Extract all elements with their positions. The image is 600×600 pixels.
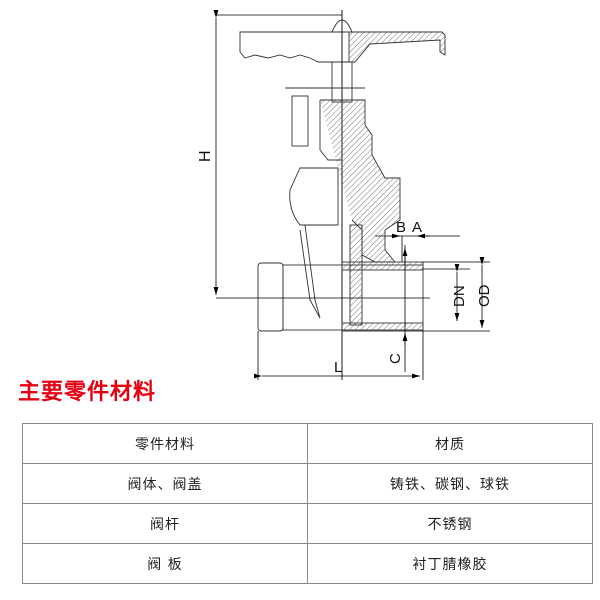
- dim-dn: DN: [451, 285, 468, 307]
- header-cell: 材质: [307, 423, 593, 464]
- part-cell: 阀杆: [22, 503, 308, 544]
- table-header-row: 零件材料 材质: [22, 423, 593, 464]
- material-cell: 铸铁、碳钢、球铁: [307, 463, 593, 504]
- table-row: 阀 板 衬丁腈橡胶: [22, 543, 593, 584]
- dim-od: OD: [476, 284, 493, 307]
- part-cell: 阀体、阀盖: [22, 463, 308, 504]
- part-cell: 阀 板: [22, 543, 308, 584]
- section-title: 主要零件材料: [18, 380, 157, 405]
- materials-table: 零件材料 材质 阀体、阀盖 铸铁、碳钢、球铁 阀杆 不锈钢 阀 板 衬丁腈橡胶: [22, 423, 593, 584]
- dim-h: H: [197, 150, 214, 162]
- dim-c: C: [387, 353, 404, 364]
- header-cell: 零件材料: [22, 423, 308, 464]
- gate-valve-drawing: H B A DN OD C L: [197, 10, 493, 380]
- dim-a: A: [412, 219, 422, 236]
- material-cell: 不锈钢: [307, 503, 593, 544]
- handwheel: [239, 31, 350, 63]
- table-row: 阀体、阀盖 铸铁、碳钢、球铁: [22, 463, 593, 504]
- table-row: 阀杆 不锈钢: [22, 503, 593, 544]
- dim-l: L: [334, 359, 342, 376]
- dim-b: B: [396, 219, 406, 236]
- material-cell: 衬丁腈橡胶: [307, 543, 593, 584]
